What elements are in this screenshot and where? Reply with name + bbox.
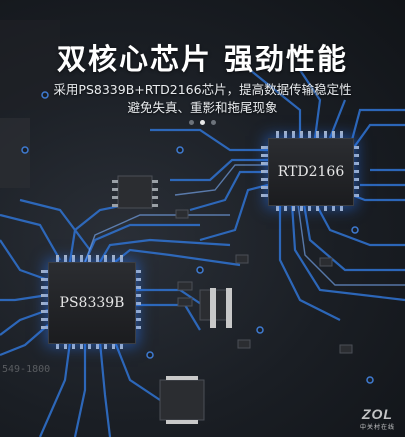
rtd2166-chip: RTD2166 (268, 138, 354, 206)
carousel-dot-1[interactable] (189, 120, 194, 125)
zol-logo: ZOL (361, 406, 393, 422)
subtitle-line-2: 避免失真、重影和拖尾现象 (127, 100, 278, 115)
zol-tagline: 中关村在线 (359, 425, 395, 431)
rtd2166-chip-label: RTD2166 (277, 164, 345, 180)
carousel-indicator (0, 120, 405, 125)
ps8339b-chip: PS8339B (48, 262, 136, 344)
page-subtitle: 采用PS8339B+RTD2166芯片，提高数据传输稳定性 避免失真、重影和拖尾… (40, 81, 365, 117)
carousel-dot-3[interactable] (211, 120, 216, 125)
ps8339b-chip-label: PS8339B (59, 295, 125, 311)
board-silkscreen-text: 549-1800 (2, 364, 51, 375)
carousel-dot-2[interactable] (200, 120, 205, 125)
zol-watermark: ZOL 中关村在线 (360, 406, 395, 431)
subtitle-line-1: 采用PS8339B+RTD2166芯片，提高数据传输稳定性 (53, 82, 352, 97)
page-title: 双核心芯片 强劲性能 (56, 42, 349, 76)
